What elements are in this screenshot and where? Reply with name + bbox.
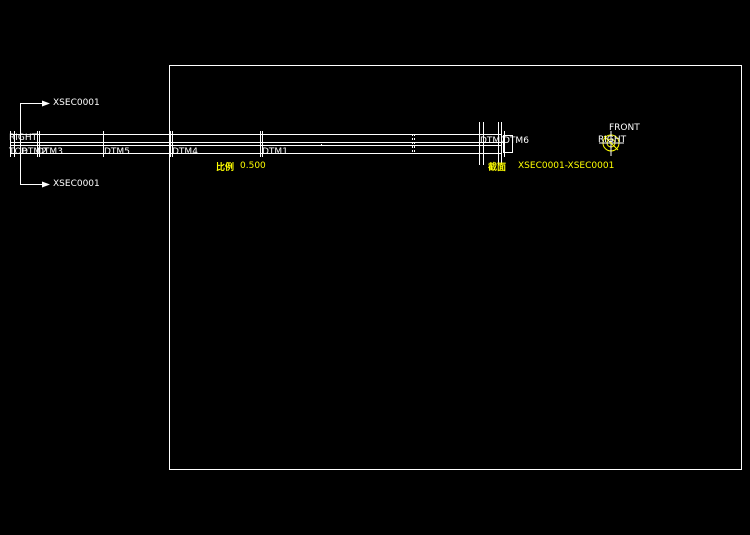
coordinate-system-icon: [599, 131, 624, 156]
datum-label-dtm2: DTM2: [21, 147, 47, 157]
datum-label-dtm3: DTM3: [37, 147, 63, 157]
scale-value: 0.500: [240, 161, 266, 171]
datum-label-dtm4: DTM4: [172, 147, 198, 157]
datum-bracket-dtm6: [503, 135, 513, 153]
scale-label: 比例: [216, 163, 235, 173]
section-annotation-value: XSEC0001-XSEC0001: [518, 161, 615, 171]
sheet-border: [169, 65, 742, 470]
datum-label-dtm1: DTM1: [262, 147, 288, 157]
section-arrow-bottom-head: [42, 181, 50, 188]
center-mark-dot: [321, 144, 322, 145]
datum-label-dtm7: DTM7: [480, 136, 506, 146]
section-label-bottom: XSEC0001: [53, 179, 100, 189]
section-annotation-label: 截面: [488, 163, 507, 173]
view-label-right: RIGHT: [9, 133, 38, 143]
section-label-top: XSEC0001: [53, 98, 100, 108]
datum-label-dtm5: DTM5: [104, 147, 130, 157]
view-label-front: FRONT: [609, 123, 640, 133]
view-label-top: TOP: [9, 147, 28, 157]
datum-label-dtm6: DTM6: [503, 136, 529, 146]
section-arrow-top-head: [42, 100, 50, 107]
view-label-right-small: RIGHT: [598, 135, 627, 145]
